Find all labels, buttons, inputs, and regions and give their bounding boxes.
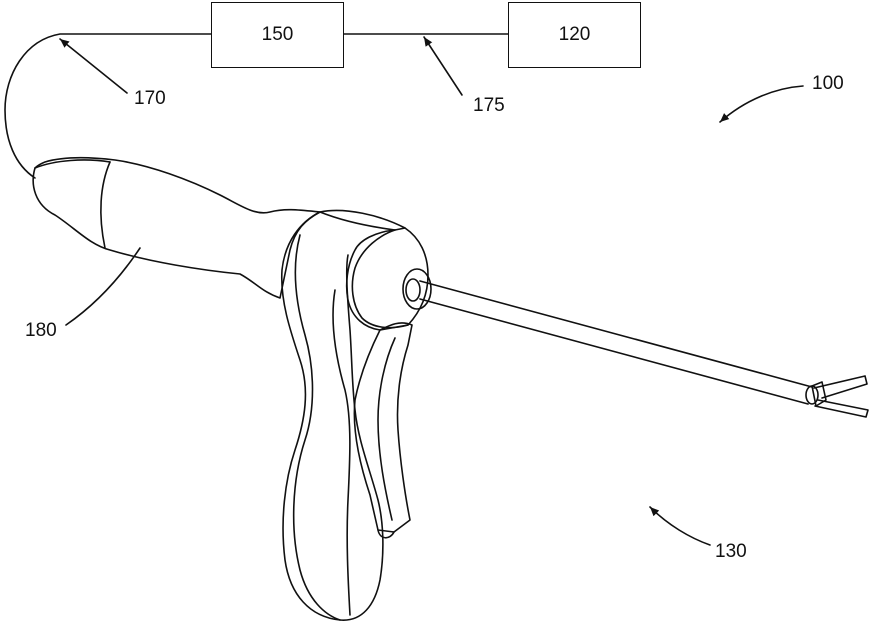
block-120: 120	[508, 2, 641, 68]
head-top-rim	[320, 212, 405, 230]
shaft-top	[420, 281, 812, 387]
grip-inner-line	[333, 290, 350, 615]
ref-175: 175	[473, 96, 505, 115]
trigger-inner	[378, 338, 395, 520]
leader-170	[60, 39, 127, 93]
head-front-face	[352, 230, 408, 328]
leader-100	[720, 86, 803, 122]
block-150: 150	[211, 2, 344, 68]
leader-180	[66, 248, 140, 325]
handle-barrel-180	[33, 158, 320, 298]
shaft-collar-inner	[406, 279, 420, 301]
shaft-bottom	[420, 299, 808, 404]
leader-175	[424, 37, 462, 95]
ref-100: 100	[812, 74, 844, 93]
leader-130	[650, 507, 710, 545]
upper-jaw	[814, 376, 867, 398]
barrel-seam	[101, 162, 110, 248]
cable-170	[5, 34, 212, 178]
ref-130: 130	[715, 542, 747, 561]
trigger	[354, 323, 412, 532]
ref-170: 170	[134, 89, 166, 108]
ref-180: 180	[25, 321, 57, 340]
